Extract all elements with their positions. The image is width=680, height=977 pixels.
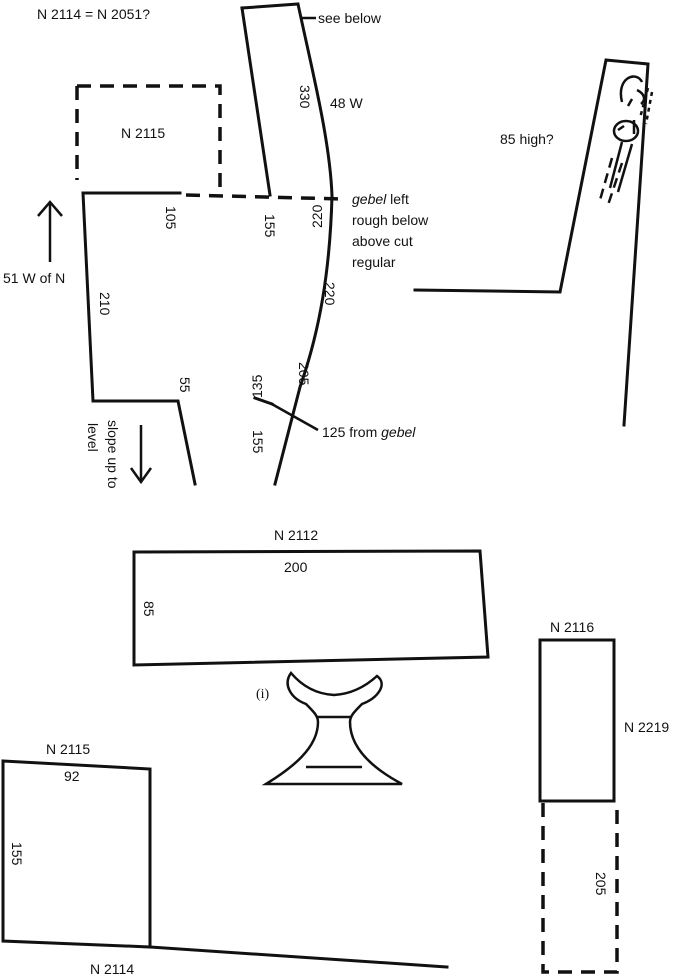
gebel-note-line2: rough below — [352, 212, 429, 228]
dim-220-a: 220 — [309, 204, 325, 228]
dashed-chamber-n2115 — [75, 84, 222, 195]
n2114-wall — [148, 945, 449, 969]
n2112-width: 200 — [284, 559, 308, 575]
dim-155-shaft: 155 — [262, 214, 278, 238]
n2115-title: N 2115 — [46, 741, 90, 757]
n2115-width: 92 — [64, 768, 80, 784]
bearing-48w: 48 W — [330, 95, 363, 111]
room-dashed-top — [185, 193, 343, 201]
dim-330: 330 — [297, 85, 313, 109]
dim-210: 210 — [97, 292, 113, 316]
dim-220-b: 220 — [322, 282, 338, 306]
slope-arrow-icon — [129, 425, 153, 485]
dim-135: 135 — [249, 374, 265, 398]
n2115-plan-label: N 2115 — [121, 125, 165, 141]
n2112-outline — [132, 549, 490, 667]
north-arrow-icon — [37, 200, 63, 262]
dim-205: 205 — [296, 362, 312, 386]
gebel-note-line4: regular — [352, 254, 396, 270]
north-orientation-label: 51 W of N — [3, 270, 65, 286]
n2112-height: 85 — [141, 601, 157, 617]
dim-155-entry: 155 — [250, 430, 266, 454]
slope-note-line1: slope up to — [105, 420, 121, 489]
gebel-leader — [269, 401, 319, 432]
inscription-sketch — [598, 75, 654, 206]
headrest-icon — [261, 670, 403, 786]
dim-105: 105 — [163, 206, 179, 230]
room-east-wall — [273, 194, 334, 486]
n2219-label: N 2219 — [624, 719, 669, 735]
from-gebel-note: 125 from gebel — [322, 424, 416, 440]
shaft-inner-wall — [240, 6, 272, 197]
entry-west-jamb — [253, 396, 274, 406]
shaft-outline — [240, 2, 334, 198]
slope-note-line2: level — [85, 423, 101, 452]
n2112-title: N 2112 — [274, 527, 318, 543]
n2116-dashed-extension — [541, 803, 619, 974]
gebel-note: gebel left — [352, 191, 409, 207]
dim-55: 55 — [177, 377, 193, 393]
gebel-note-line3: above cut — [352, 233, 413, 249]
equivalence-note: N 2114 = N 2051? — [37, 6, 150, 22]
main-room-outline — [81, 191, 197, 486]
height-note: 85 high? — [500, 131, 554, 147]
see-below-note: see below — [318, 10, 382, 26]
headrest-label: (i) — [256, 687, 270, 702]
n2115-height: 155 — [9, 842, 25, 866]
right-shaft-outline — [413, 58, 650, 427]
n2116-title: N 2116 — [550, 619, 594, 635]
n2114-title: N 2114 — [90, 961, 134, 977]
n2116-outline — [538, 638, 616, 803]
n2116-dim-205: 205 — [593, 872, 609, 896]
